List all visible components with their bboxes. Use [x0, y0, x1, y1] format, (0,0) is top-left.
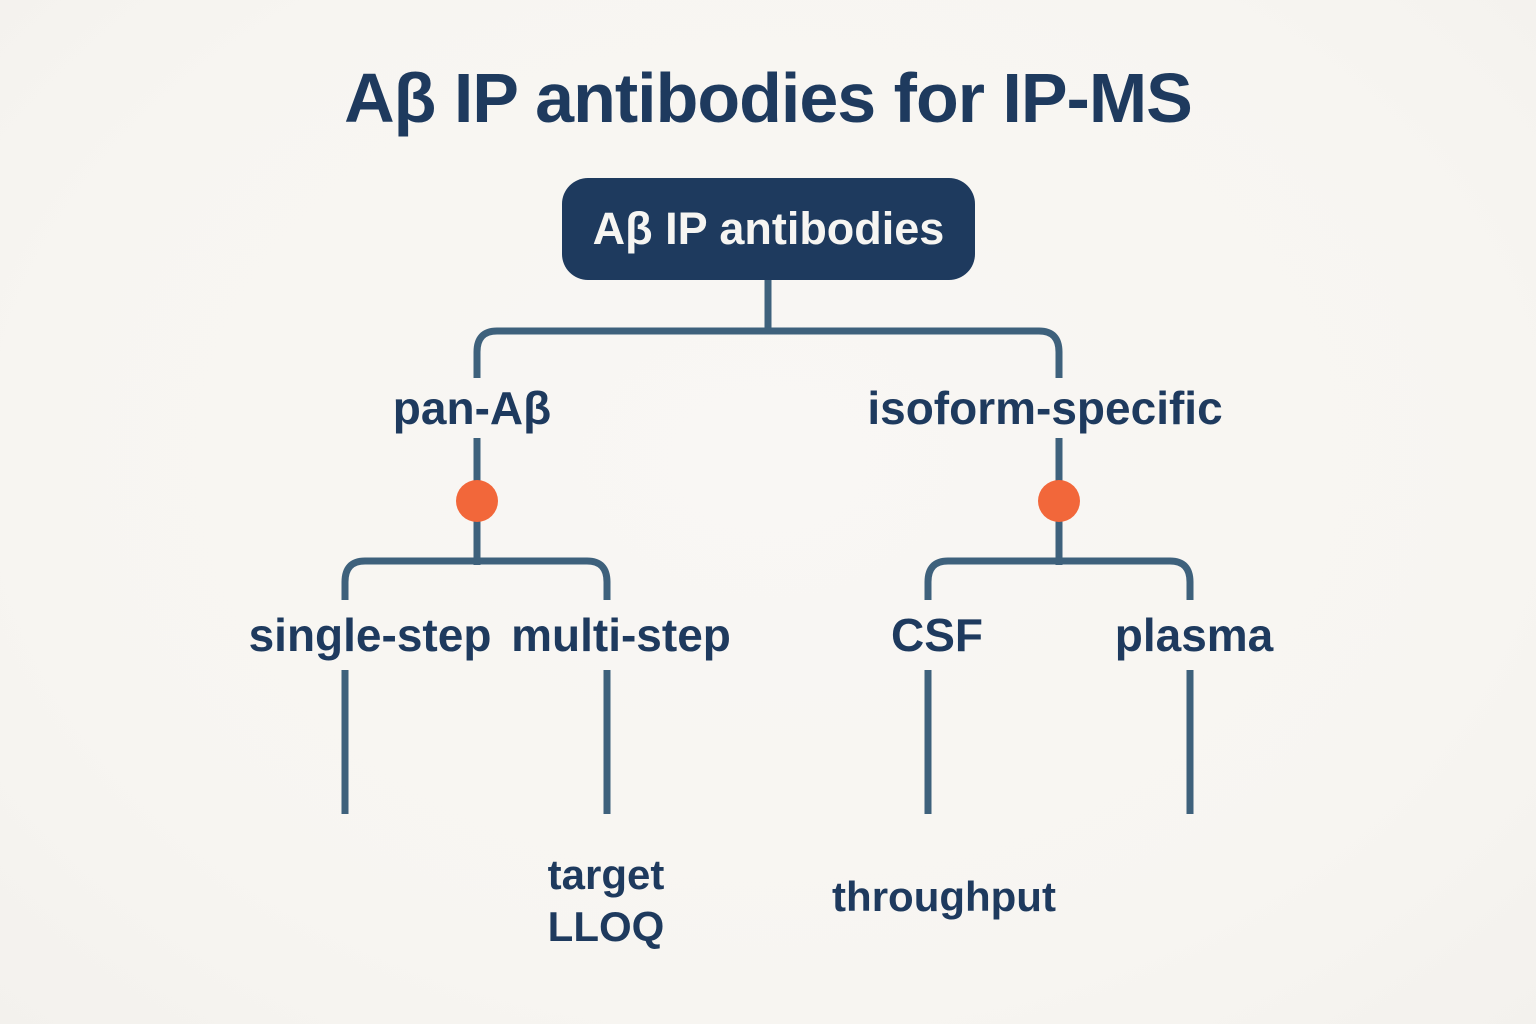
leaf-label-single-step: single-step [248, 609, 492, 661]
leaf-label-multi-step: multi-step [511, 609, 731, 661]
connector-left-bracket [341, 557, 611, 600]
leaf-label-plasma: plasma [1114, 609, 1274, 661]
connector-right-bracket [924, 557, 1194, 600]
annotation-lloq-line: LLOQ [547, 903, 665, 950]
annotation-throughput: throughput [832, 873, 1056, 920]
root-node: Aβ IP antibodies [562, 178, 975, 280]
page-title: Aβ IP antibodies for IP-MS [344, 59, 1193, 137]
annotation-target-line: target [547, 851, 665, 898]
leaf-label-csf: CSF [891, 609, 983, 661]
orange-dot-marker-right [1038, 480, 1080, 522]
branch-label-isoform-specific: isoform-specific [867, 382, 1223, 434]
root-node-label: Aβ IP antibodies [592, 203, 945, 254]
branch-label-pan-ab: pan-Aβ [392, 382, 552, 434]
annotation-target-lloq: target LLOQ [548, 849, 665, 953]
orange-dot-marker-left [456, 480, 498, 522]
connector-top-bracket [473, 327, 1063, 378]
